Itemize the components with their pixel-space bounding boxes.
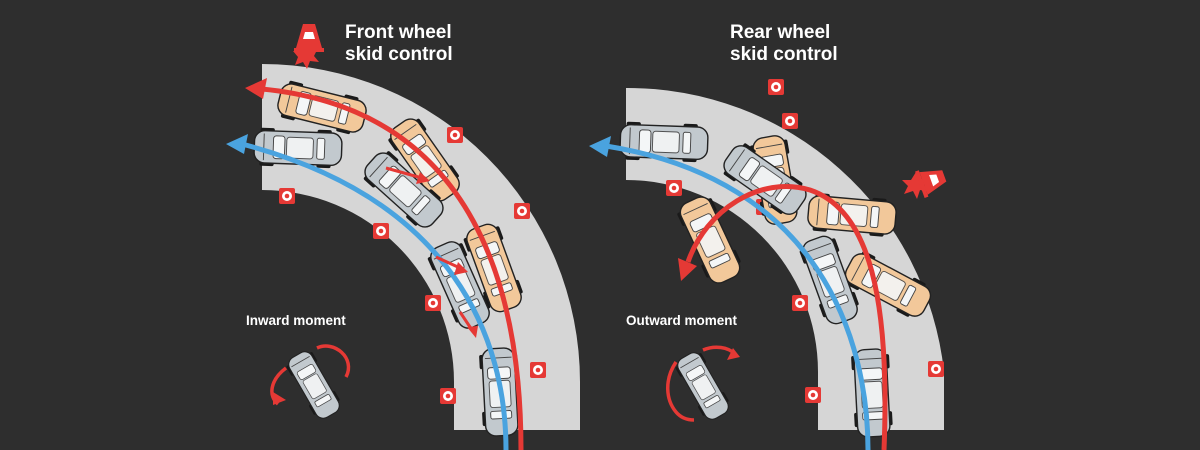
skid-trail — [435, 255, 461, 270]
road-marker — [373, 223, 389, 239]
arrowhead-icon — [226, 134, 248, 154]
moment-label-inward: Inward moment — [246, 313, 346, 328]
rotation-arrow-icon — [316, 344, 351, 378]
panel-title-line1: Front wheel — [345, 22, 452, 43]
arrowhead-icon — [245, 78, 267, 99]
cone-icon — [294, 24, 324, 52]
road-marker — [782, 113, 798, 129]
impact-burst-icon — [902, 172, 930, 199]
road-marker — [440, 388, 456, 404]
road-marker — [666, 180, 682, 196]
skid-path-left — [261, 86, 524, 450]
arrowhead-icon — [589, 136, 611, 157]
moment-label-outward: Outward moment — [626, 313, 738, 328]
car-moment-inward — [283, 347, 345, 423]
road-marker — [768, 79, 784, 95]
road-marker — [514, 203, 530, 219]
skid-trail — [385, 166, 423, 180]
road-marker — [792, 295, 808, 311]
panel-title-line2: skid control — [345, 44, 453, 65]
arrowhead-icon — [678, 258, 697, 281]
panel-title-line2: skid control — [730, 44, 838, 65]
road-marker — [530, 362, 546, 378]
road-marker — [279, 188, 295, 204]
car-moment-outward — [672, 348, 734, 424]
car-controlled — [618, 120, 710, 164]
rotation-arrow-icon — [666, 361, 695, 422]
intended-path-left — [241, 141, 509, 450]
road-marker — [805, 387, 821, 403]
road-marker — [928, 361, 944, 377]
road-marker — [447, 127, 463, 143]
panel-title-front: Front wheel skid control — [345, 22, 453, 66]
intended-path-right — [605, 143, 871, 450]
road-marker — [425, 295, 441, 311]
car-uncontrolled — [806, 191, 898, 239]
panel-title-line1: Rear wheel — [730, 22, 831, 43]
cone-icon — [915, 170, 947, 198]
rotation-arrow-icon — [702, 345, 737, 356]
panel-title-rear: Rear wheel skid control — [730, 22, 838, 66]
skid-path-right — [685, 184, 888, 450]
